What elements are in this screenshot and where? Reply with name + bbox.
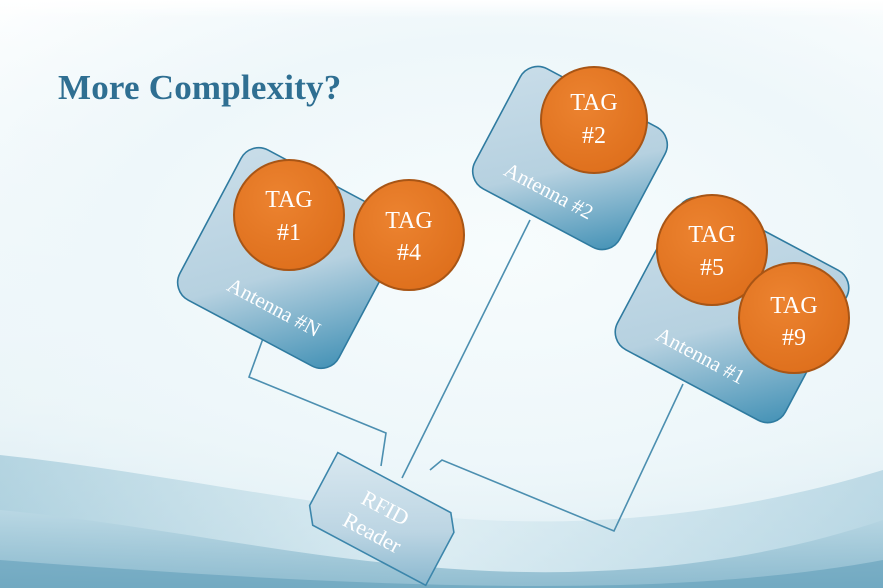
slide-title: More Complexity? [58, 68, 342, 107]
tag-label-line2: #9 [782, 325, 806, 351]
rfid-reader: RFID Reader [308, 451, 455, 587]
tag-9: TAG #9 [738, 262, 850, 374]
cable-antenna-1 [429, 383, 684, 533]
tag-label-line1: TAG [385, 208, 432, 234]
tag-label-line2: #1 [277, 220, 301, 246]
cable-antenna-n [247, 332, 387, 467]
tag-4: TAG #4 [353, 179, 465, 291]
tag-label-line1: TAG [265, 187, 312, 213]
tag-label-line1: TAG [570, 90, 617, 116]
tag-label-line1: TAG [688, 222, 735, 248]
tag-1: TAG #1 [233, 159, 345, 271]
tag-2: TAG #2 [540, 66, 648, 174]
tag-label-line1: TAG [770, 293, 817, 319]
top-band [0, 0, 883, 18]
tag-5: TAG #5 [656, 194, 768, 306]
tag-label-line2: #4 [397, 240, 421, 266]
tag-label-line2: #2 [582, 123, 606, 149]
cable-antenna-2 [401, 219, 531, 479]
tag-label-line2: #5 [700, 255, 724, 281]
cables [247, 219, 684, 533]
